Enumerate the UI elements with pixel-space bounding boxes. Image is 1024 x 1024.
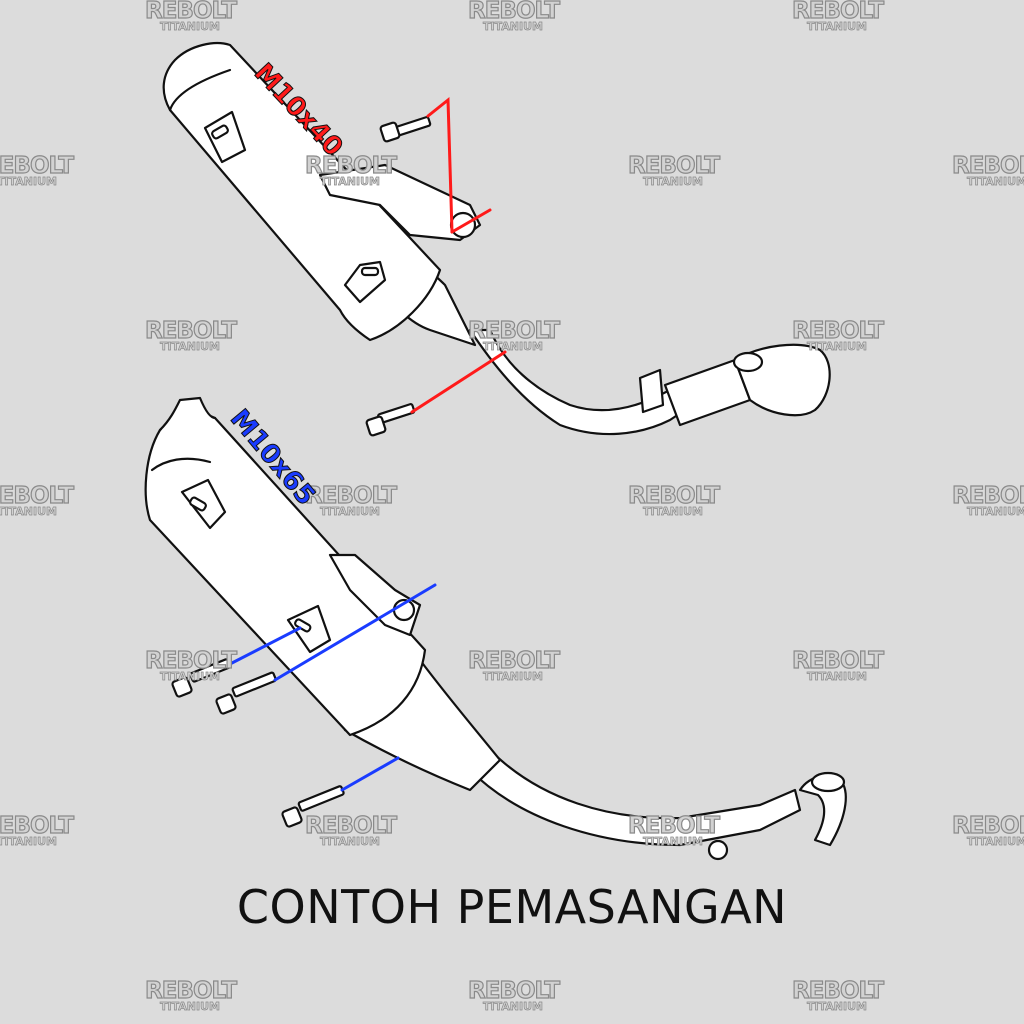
top-exhaust [162, 42, 831, 437]
top-red-guide-upper [426, 96, 454, 234]
bottom-blue-guide-1 [228, 626, 302, 666]
top-bracket-slot [211, 124, 229, 140]
top-red-guide-lower [410, 350, 507, 414]
bottom-blue-guide-2 [273, 583, 437, 682]
caption-title: CONTOH PEMASANGAN [236, 880, 788, 934]
bottom-blue-guide-3 [340, 756, 400, 792]
bottom-flange-cap [810, 771, 846, 793]
bottom-bracket-slot [189, 496, 207, 512]
top-flange-hole [732, 351, 764, 373]
bottom-end-cap [150, 457, 212, 472]
top-header-pipe [468, 328, 702, 436]
bottom-cone [343, 658, 502, 792]
top-pipe-bracket [638, 368, 665, 414]
bottom-header-pipe [468, 748, 802, 847]
top-bolt-upper [379, 116, 432, 143]
bottom-bolt-3 [281, 785, 345, 828]
bottom-exhaust [144, 396, 847, 861]
bottom-blue-guides [228, 583, 437, 792]
top-canister-bracket [203, 110, 247, 164]
bottom-pipe-hole [707, 839, 729, 861]
top-lower-slot [360, 266, 380, 277]
top-catalyst [663, 358, 752, 427]
top-bolt-lower [365, 403, 416, 437]
top-red-guide-tail [450, 208, 492, 234]
bottom-outlet-tip [158, 396, 217, 432]
bottom-bolt-2 [215, 671, 277, 715]
top-end-cap [168, 68, 232, 112]
top-red-guides [410, 96, 507, 414]
bottom-bolt-1 [171, 658, 231, 698]
top-hanger-arm [318, 163, 482, 242]
